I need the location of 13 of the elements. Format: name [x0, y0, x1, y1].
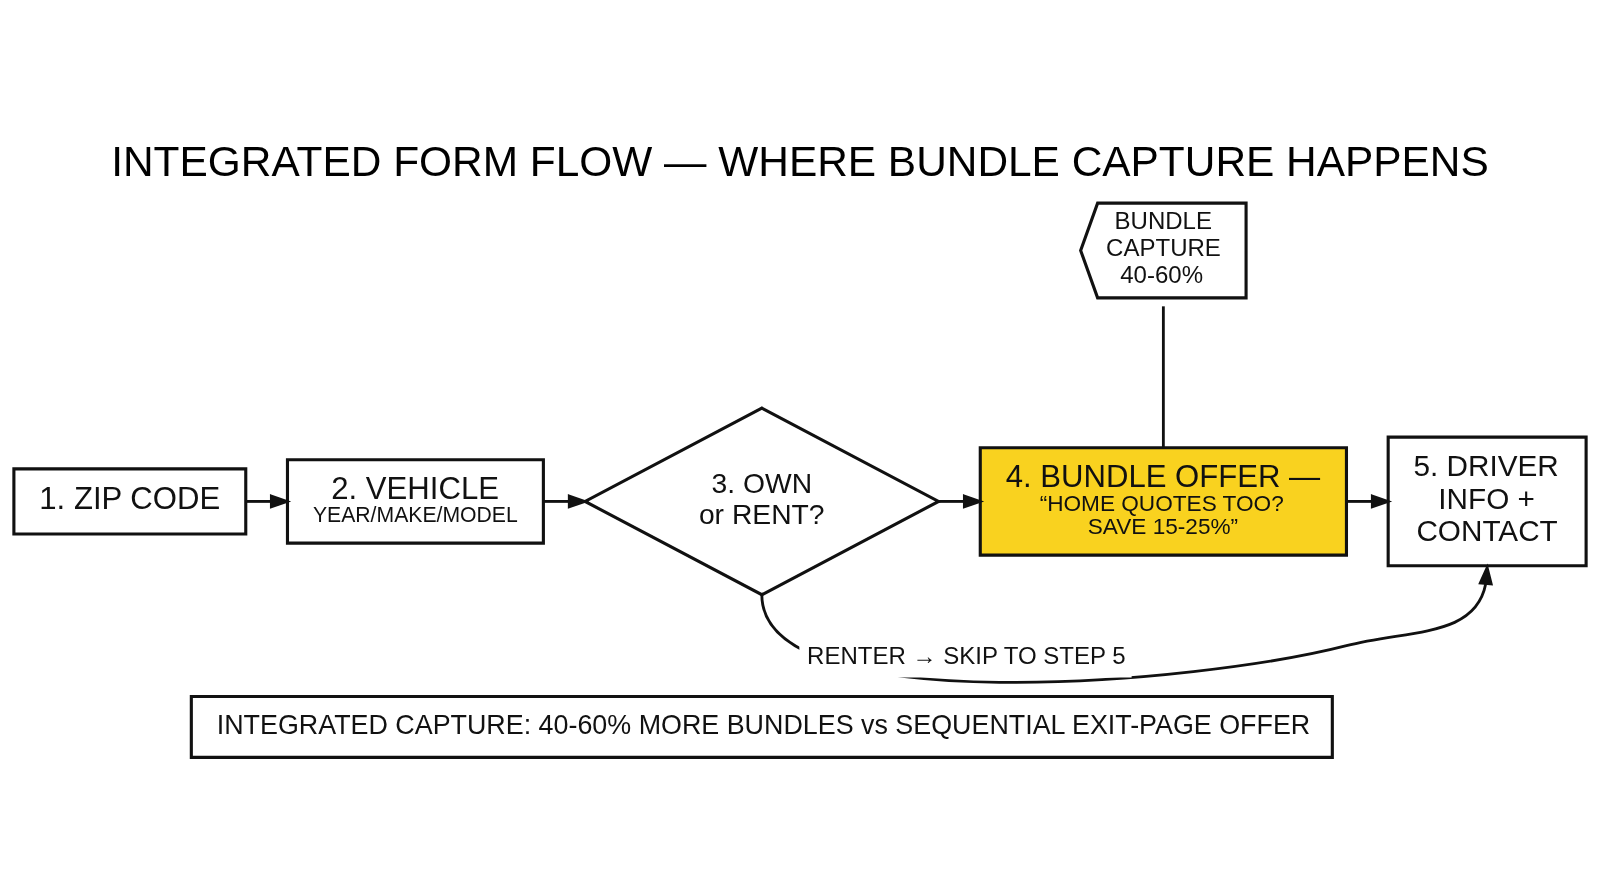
arrow [760, 563, 1494, 684]
arrow [938, 493, 985, 509]
connector [1161, 305, 1165, 447]
node-box: 5. DRIVER INFO + CONTACT [1386, 435, 1588, 567]
arrow [245, 493, 292, 509]
diagram-title: INTEGRATED FORM FLOW — WHERE BUNDLE CAPTURE HAPPENS [111, 137, 1489, 185]
node-box: INTEGRATED CAPTURE: 40-60% MORE BUNDLES vs SEQUENTIAL EXIT-PAGE OFFER [189, 694, 1334, 759]
node-box: 2. VEHICLE YEAR/MAKE/MODEL [285, 457, 545, 545]
edge-label: RENTER → SKIP TO STEP 5 [807, 641, 1126, 669]
arrow [544, 493, 590, 509]
node-box: 1. ZIP CODE [12, 466, 248, 535]
node-box: 4. BUNDLE OFFER — “HOME QUOTES TOO? SAVE 15-25%” [978, 445, 1348, 557]
arrow [1346, 493, 1393, 509]
